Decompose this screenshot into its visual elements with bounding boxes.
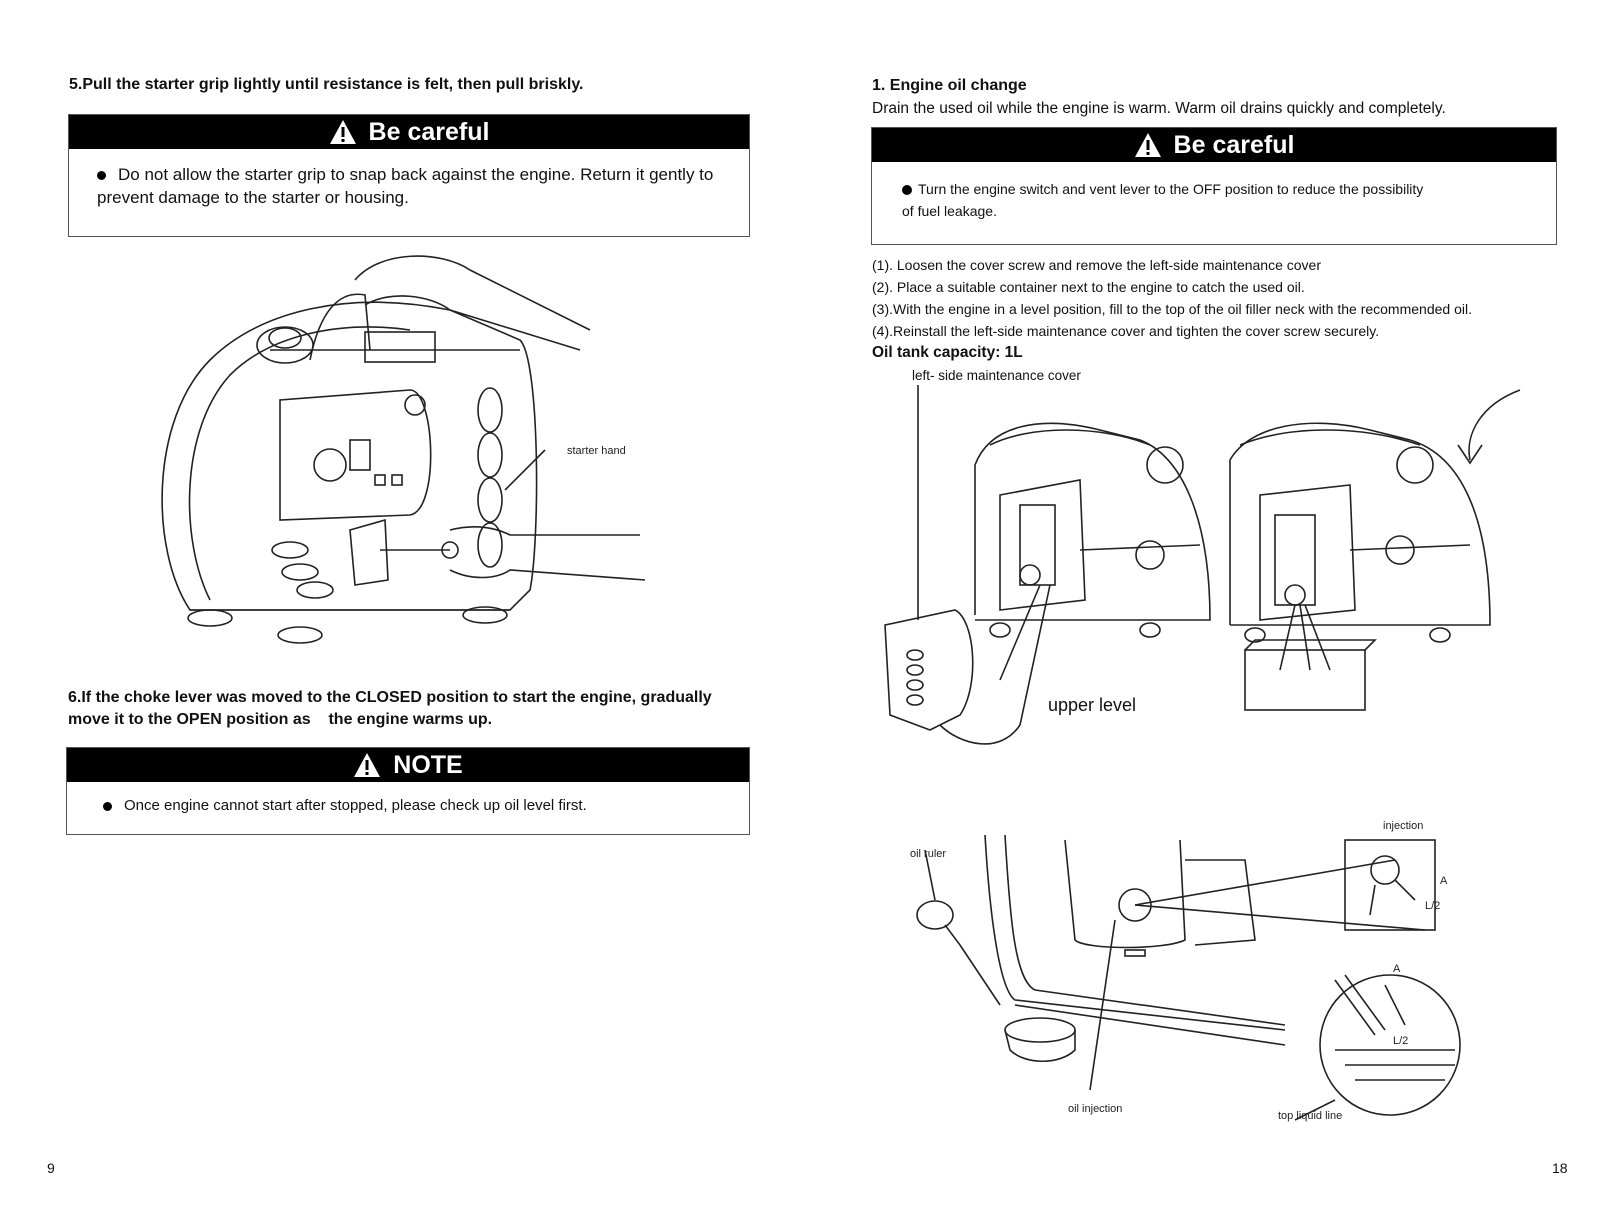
- step6-title-line2: move it to the OPEN position as the engi…: [68, 711, 493, 728]
- oil-ruler-figure: [916, 834, 1461, 1121]
- section-intro: Drain the used oil while the engine is w…: [872, 100, 1446, 117]
- steps-list: (1). Loosen the cover screw and remove t…: [872, 254, 1472, 342]
- careful-box-left-text: Do not allow the starter grip to snap ba…: [97, 165, 714, 207]
- careful-box-left-heading: Be careful: [69, 115, 749, 149]
- step5-title: 5.Pull the starter grip lightly until re…: [69, 76, 584, 93]
- careful-box-right-line1: Turn the engine switch and vent lever to…: [918, 181, 1424, 197]
- oil-change-figure: [884, 385, 1521, 745]
- a-label-top: A: [1440, 875, 1448, 887]
- careful-box-right-line2: of fuel leakage.: [902, 203, 997, 219]
- a-label-mid: A: [1393, 963, 1401, 975]
- careful-box-right-heading: Be careful: [872, 128, 1556, 162]
- oil-ruler-label: oil ruler: [910, 848, 947, 860]
- careful-box-right-body: Turn the engine switch and vent lever to…: [872, 162, 1556, 238]
- oil-injection-label: oil injection: [1068, 1103, 1123, 1115]
- step6-title-line1: 6.If the choke lever was moved to the CL…: [68, 689, 712, 706]
- injection-label: injection: [1383, 820, 1424, 832]
- page-number-left: 9: [47, 1160, 55, 1176]
- warning-icon: [354, 753, 381, 777]
- cover-label: left- side maintenance cover: [912, 368, 1081, 383]
- careful-box-left: Be careful Do not allow the starter grip…: [68, 114, 750, 237]
- warning-icon: [329, 120, 356, 144]
- section-title: 1. Engine oil change: [872, 77, 1027, 94]
- note-box-text: Once engine cannot start after stopped, …: [124, 797, 587, 814]
- l2-label-big: L/2: [1393, 1035, 1409, 1047]
- l2-label-small: L/2: [1425, 900, 1441, 912]
- top-liquid-line-label: top liquid line: [1278, 1110, 1343, 1122]
- careful-box-right: Be careful Turn the engine switch and ve…: [871, 127, 1557, 245]
- warning-icon: [1134, 133, 1161, 157]
- oil-capacity: Oil tank capacity: 1L: [872, 344, 1023, 361]
- note-box: NOTE Once engine cannot start after stop…: [66, 747, 750, 835]
- starter-hand-label: starter hand: [567, 445, 626, 457]
- careful-box-left-title: Be careful: [368, 117, 490, 146]
- step-item-3: (3).With the engine in a level position,…: [872, 301, 1472, 317]
- step-item-4: (4).Reinstall the left-side maintenance …: [872, 323, 1380, 339]
- careful-box-left-body: Do not allow the starter grip to snap ba…: [69, 149, 749, 221]
- upper-level-label: upper level: [1048, 695, 1137, 715]
- page-number-right: 18: [1552, 1160, 1568, 1176]
- starter-figure: [161, 255, 646, 644]
- note-box-body: Once engine cannot start after stopped, …: [67, 782, 749, 829]
- step6-title: 6.If the choke lever was moved to the CL…: [68, 687, 758, 731]
- step-item-2: (2). Place a suitable container next to …: [872, 279, 1305, 295]
- careful-box-right-title: Be careful: [1173, 130, 1295, 159]
- note-box-heading: NOTE: [67, 748, 749, 782]
- step-item-1: (1). Loosen the cover screw and remove t…: [872, 257, 1322, 273]
- bullet-icon: [97, 171, 106, 181]
- bullet-icon: [902, 185, 912, 196]
- bullet-icon: [103, 801, 112, 811]
- note-box-title: NOTE: [393, 750, 463, 779]
